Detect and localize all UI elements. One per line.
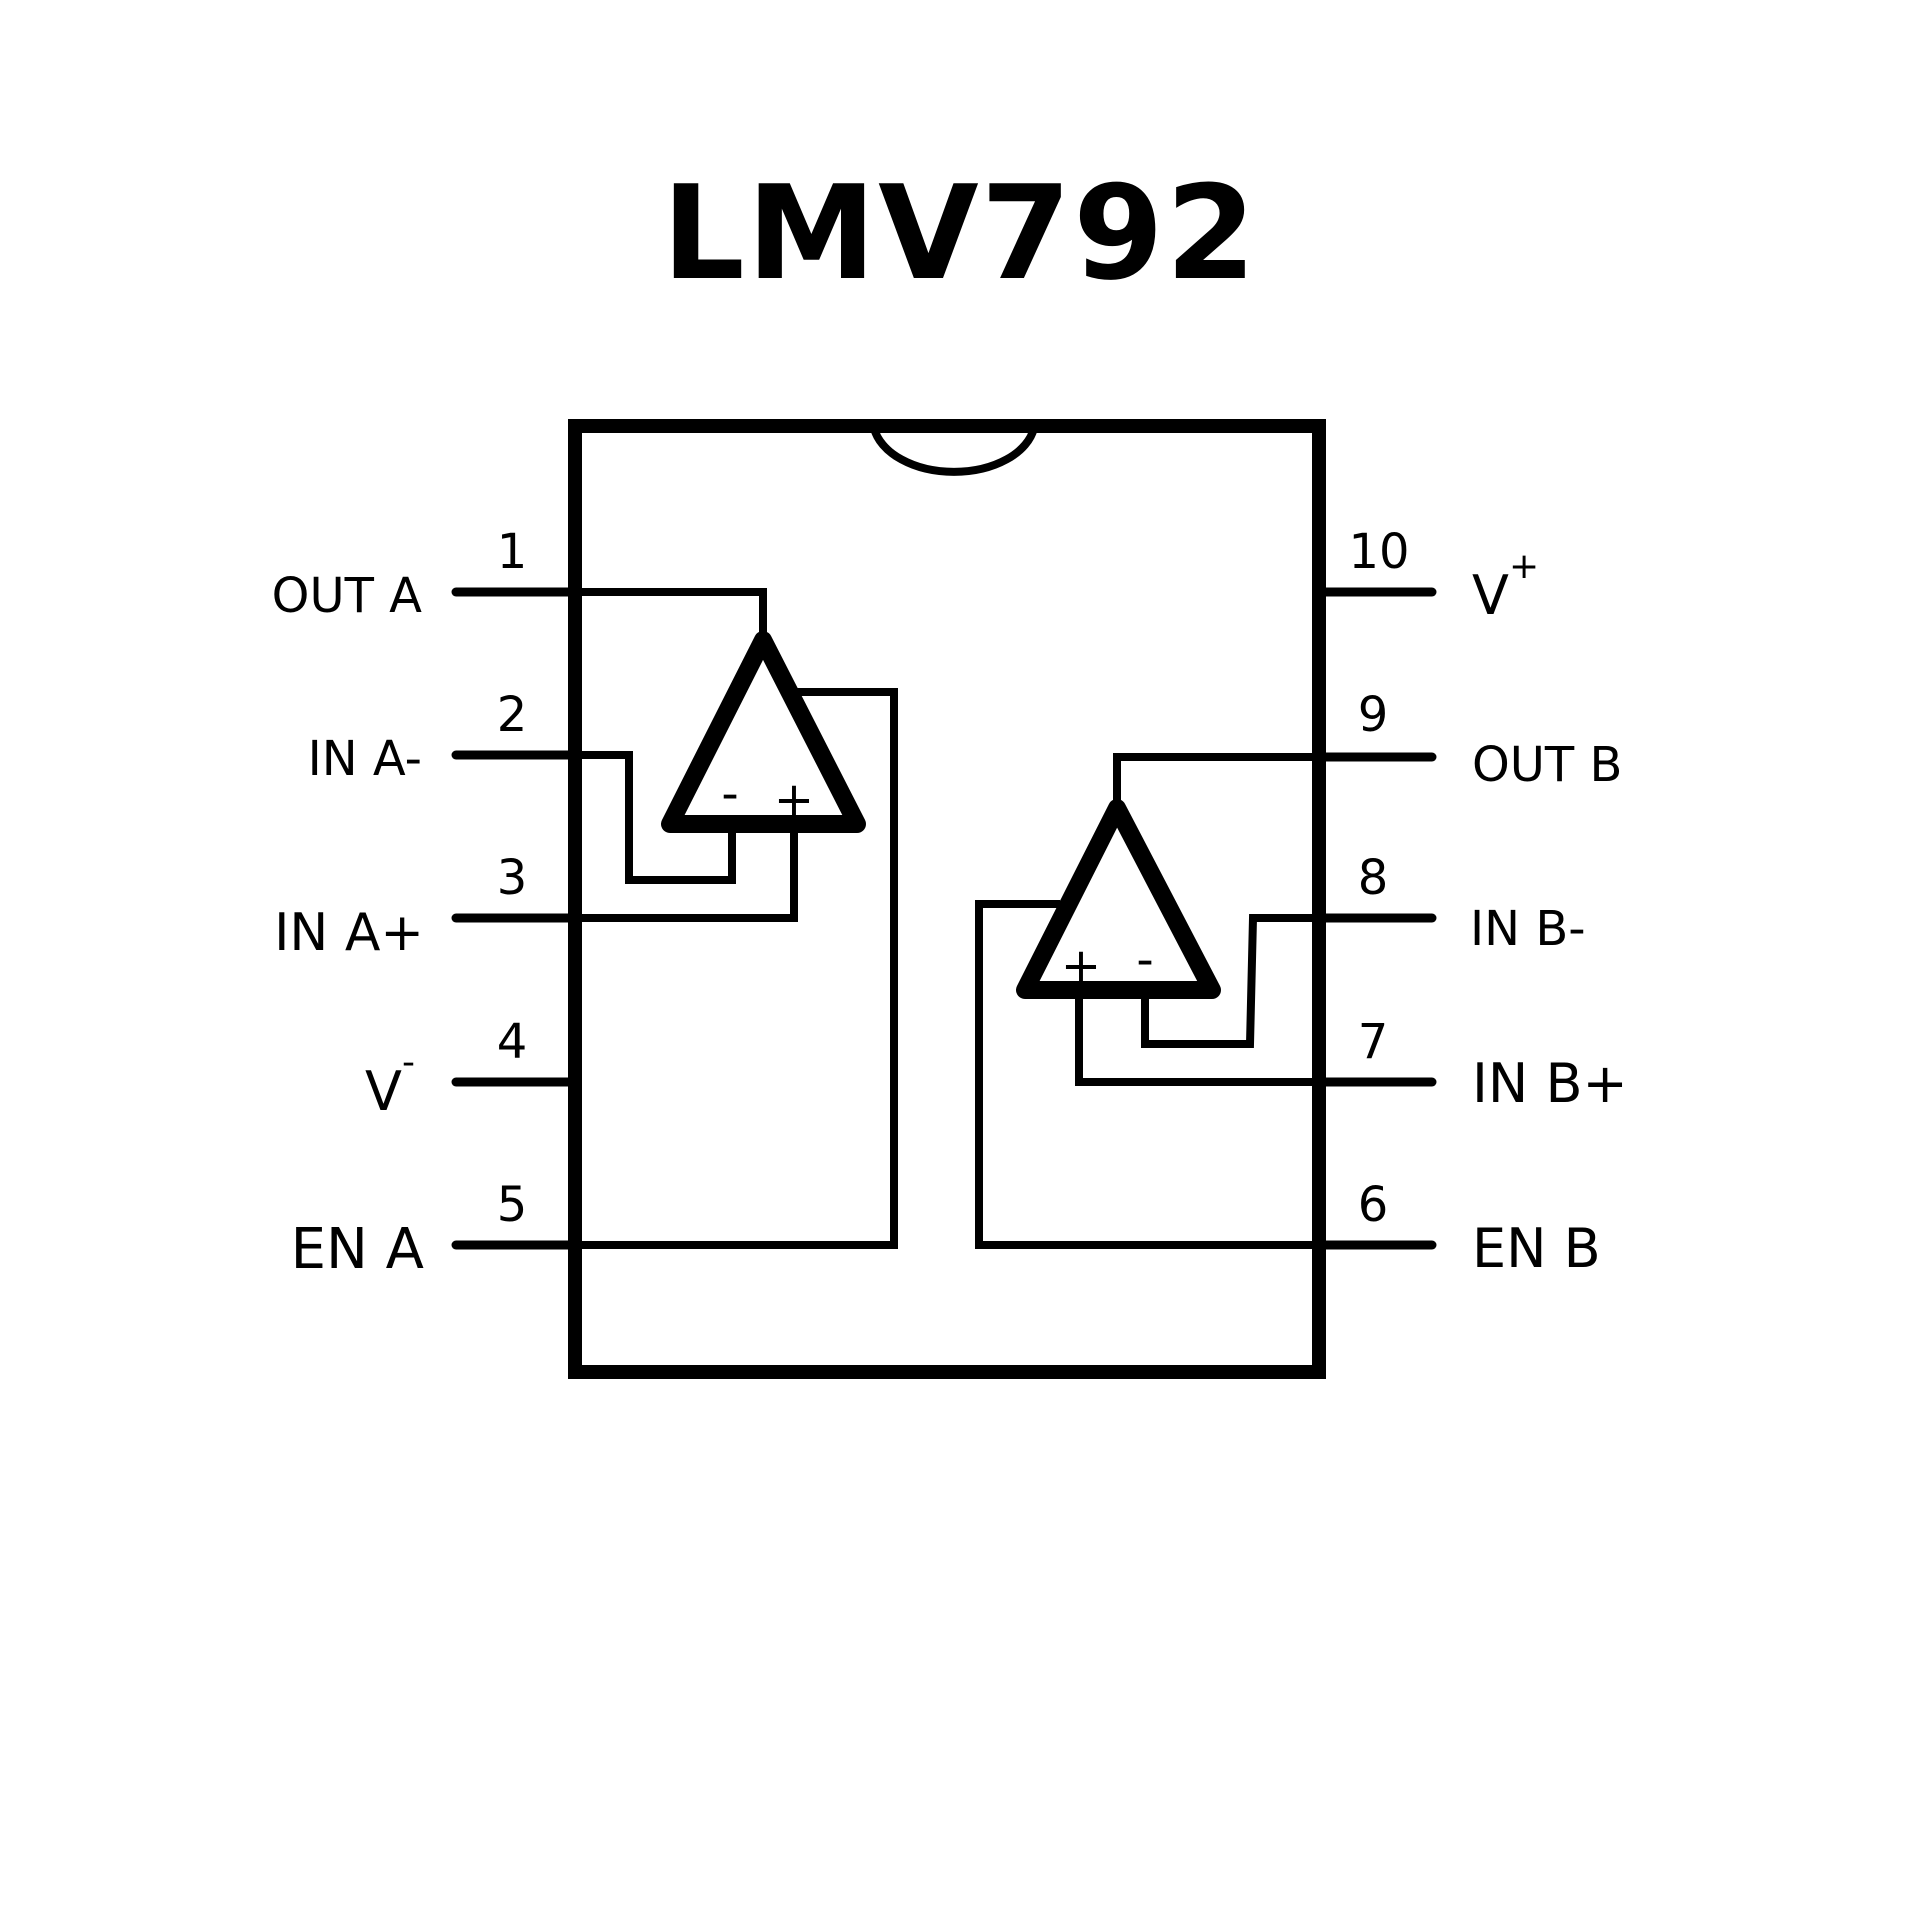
wire-in-a-plus xyxy=(575,826,798,922)
pin-label-en-a: EN A xyxy=(291,1217,424,1282)
pin-label-out-a: OUT A xyxy=(272,568,422,624)
pin-number: 4 xyxy=(497,1014,528,1070)
v-minus-base: V xyxy=(365,1060,402,1123)
wire-out-a xyxy=(575,588,767,637)
v-plus-base: V xyxy=(1472,564,1509,627)
chip-notch xyxy=(870,426,1038,476)
right-pin-stubs xyxy=(1314,587,1437,1250)
left-pin-stubs xyxy=(451,587,580,1250)
amp-a-wiring xyxy=(575,588,898,1249)
pin-label-in-a-minus: IN A- xyxy=(308,731,422,787)
wire-en-b xyxy=(975,900,1319,1249)
v-plus-superscript: + xyxy=(1509,546,1539,587)
chip-title: LMV792 xyxy=(661,157,1259,309)
pin-label-out-b: OUT B xyxy=(1472,737,1622,793)
pin-number: 7 xyxy=(1358,1014,1389,1070)
wire-in-b-plus xyxy=(1075,992,1319,1086)
op-amp-a-triangle xyxy=(661,631,866,833)
amp-b-wiring xyxy=(975,753,1319,1249)
op-amp-b-minus-sign: - xyxy=(1136,932,1153,988)
pin-label-in-b-minus: IN B- xyxy=(1470,901,1586,957)
pin-number: 3 xyxy=(497,850,528,906)
pin-number: 5 xyxy=(497,1177,528,1233)
pin-number: 10 xyxy=(1348,524,1409,580)
wire-in-b-minus xyxy=(1141,914,1319,1048)
chip-body xyxy=(568,419,1326,1379)
op-amp-a-plus-sign: + xyxy=(774,772,814,828)
op-amp-b-plus-sign: + xyxy=(1061,938,1101,994)
pin-label-en-b: EN B xyxy=(1472,1217,1601,1280)
pin-number: 6 xyxy=(1358,1177,1389,1233)
pin-number: 1 xyxy=(497,524,528,580)
op-amp-b-triangle xyxy=(1016,799,1221,999)
wire-out-b xyxy=(1113,753,1319,805)
pin-label-in-b-plus: IN B+ xyxy=(1472,1052,1628,1115)
v-minus-superscript: - xyxy=(402,1042,415,1083)
op-amp-a-minus-sign: - xyxy=(721,766,738,822)
pin-number: 9 xyxy=(1358,687,1389,743)
wire-in-a-minus xyxy=(575,751,736,884)
pin-number: 8 xyxy=(1358,850,1389,906)
pin-number: 2 xyxy=(497,687,528,743)
pin-label-v-minus: V- xyxy=(365,1042,415,1123)
pin-label-in-a-plus: IN A+ xyxy=(274,903,424,963)
wire-en-a xyxy=(575,688,898,1249)
pin-label-v-plus: V+ xyxy=(1472,546,1539,627)
